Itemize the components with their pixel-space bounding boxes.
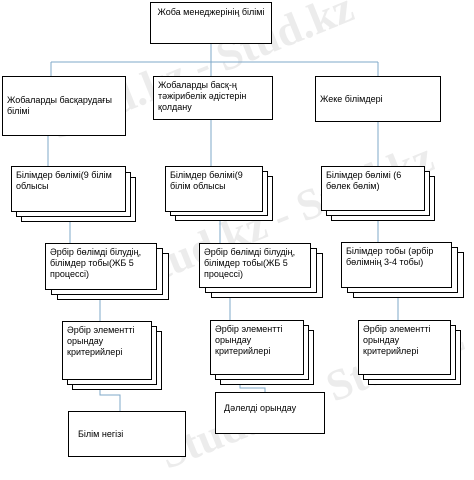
col2-groups-node: Әрбір бөлімді білудің, білімдер тобы(ЖБ …: [199, 243, 311, 288]
col1-sections-node: Білімдер бөлімі(9 білім облысы: [11, 166, 126, 212]
col2-sections-node: Білімдер бөлімі(9 білім облысы: [165, 166, 263, 212]
root-node: Жоба менеджерінің білімі: [150, 2, 272, 44]
col3-groups-node: Білімдер тобы (әрбір бөлімнің 3-4 тобы): [341, 242, 452, 288]
col3-head-node: Жеке білімдері: [315, 76, 441, 122]
col2-base-node: Дәлелді орындау: [215, 392, 325, 434]
col1-head-node: Жобаларды басқарудағы білімі: [2, 76, 126, 136]
col1-groups-node: Әрбір бөлімді білудің, білімдер тобы(ЖБ …: [45, 243, 157, 290]
col2-head-node: Жобаларды басқ-ң тәжірибелік әдістерін қ…: [153, 76, 273, 120]
col1-criteria-node: Әрбір элементті орындау критерийлері: [62, 321, 152, 380]
col1-base-node: Білім негізі: [68, 411, 186, 457]
col3-sections-node: Білімдер бөлімі (6 бөлек бөлім): [321, 166, 425, 211]
col3-criteria-node: Әрбір элементті орындау критерийлері: [358, 320, 451, 375]
col2-criteria-node: Әрбір элементті орындау критерийлері: [210, 320, 304, 375]
